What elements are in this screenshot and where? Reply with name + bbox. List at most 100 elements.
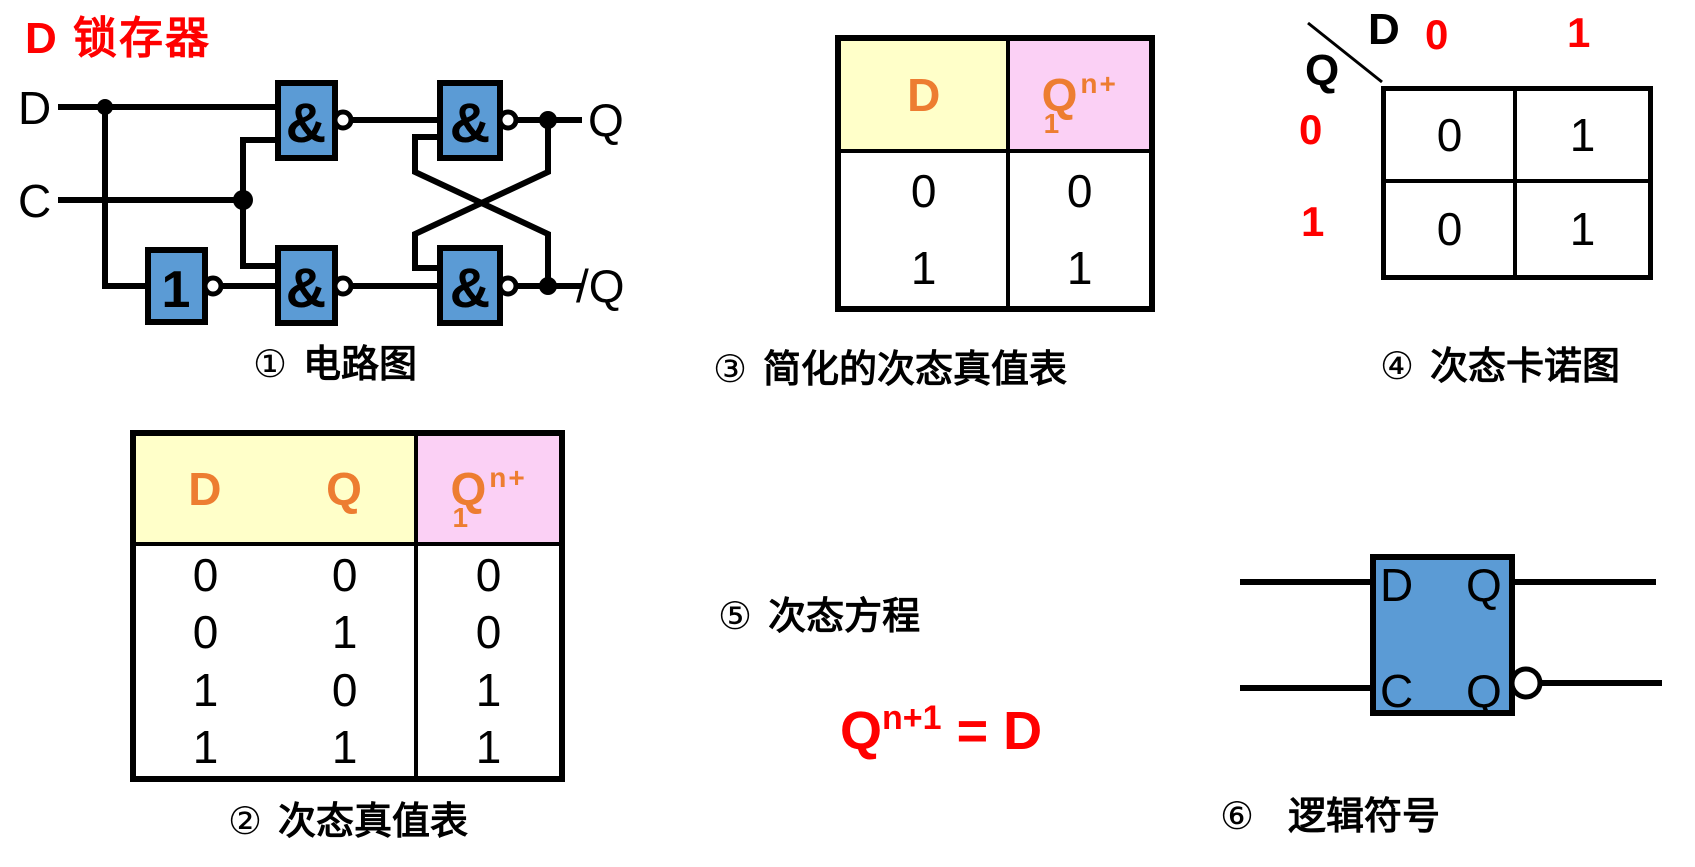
kmap-cell-q0-d0: 0 bbox=[1386, 91, 1517, 183]
cell-value: 0 bbox=[1066, 165, 1093, 218]
table-body: 0 1 0 1 bbox=[841, 153, 1149, 306]
kmap-row-label-1: 1 bbox=[1301, 198, 1325, 245]
nand-label: & bbox=[450, 256, 490, 319]
table-body: 0 0 1 1 0 1 0 1 0 0 1 1 bbox=[136, 546, 559, 776]
caption-simplified-table: ③ 简化的次态真值表 bbox=[670, 338, 1110, 393]
flip-flop-body bbox=[1370, 554, 1515, 716]
kmap-grid: 0 1 0 1 bbox=[1381, 86, 1653, 280]
output-q-label: Q bbox=[588, 94, 624, 146]
circuit-pin-labels: D C Q /Q bbox=[18, 82, 625, 312]
junction-dots bbox=[97, 99, 557, 295]
inversion-bubbles bbox=[202, 109, 519, 297]
column-qnext-values: 0 0 1 1 bbox=[418, 546, 559, 776]
nand-gate-bottom-left bbox=[275, 245, 338, 326]
caption-number: ⑤ bbox=[718, 596, 753, 638]
pin-q-label: Q bbox=[1466, 559, 1502, 611]
kmap-var-q: Q bbox=[1305, 46, 1340, 95]
kmap-cell-q0-d1: 1 bbox=[1517, 91, 1648, 183]
cell-value: 0 bbox=[192, 606, 219, 659]
caption-number: ③ bbox=[712, 349, 748, 391]
cell-value: 0 bbox=[475, 548, 502, 601]
column-d-values: 0 0 1 1 bbox=[136, 546, 275, 776]
caption-number: ⑥ bbox=[1219, 796, 1255, 838]
symbol-wires bbox=[1240, 579, 1662, 691]
column-header-d: D bbox=[188, 463, 222, 515]
column-qnext-values: 0 1 bbox=[1010, 153, 1149, 306]
inverter-label: 1 bbox=[162, 261, 191, 319]
cell-value: 1 bbox=[192, 663, 219, 716]
cell-value: 0 bbox=[331, 548, 358, 601]
caption-equation: ⑤ 次态方程 bbox=[718, 585, 920, 640]
caption-circuit: ① 电路图 bbox=[115, 333, 555, 388]
symbol-pin-labels: D Q C Q bbox=[1380, 559, 1502, 717]
present-inputs-cell: 0 0 1 1 0 1 0 1 bbox=[136, 546, 419, 776]
kmap-col-label-0: 0 bbox=[1425, 11, 1449, 58]
equation-rhs: = D bbox=[941, 701, 1043, 761]
caption-text: 次态卡诺图 bbox=[1430, 346, 1621, 388]
input-d-label: D bbox=[18, 82, 51, 134]
caption-truth-table: ② 次态真值表 bbox=[128, 790, 568, 845]
column-header-q: Q bbox=[326, 463, 362, 515]
nand-label: & bbox=[286, 256, 326, 319]
karnaugh-map: D Q 0 1 0 1 0 1 0 1 bbox=[1265, 5, 1695, 310]
cell-value: 1 bbox=[475, 663, 502, 716]
kmap-diagonal-divider bbox=[1307, 21, 1383, 84]
cell-value: 0 bbox=[192, 548, 219, 601]
d-latch-circuit-diagram: 1 & & & & D C Q /Q bbox=[18, 80, 625, 326]
caption-text: 次态方程 bbox=[768, 596, 921, 638]
kmap-cell-q1-d0: 0 bbox=[1386, 183, 1517, 275]
output-qbar-label: /Q bbox=[576, 260, 625, 312]
caption-text: 电路图 bbox=[303, 344, 418, 386]
next-state-equation: Qn+1 = D bbox=[780, 650, 1042, 812]
nand-gate-bottom-right bbox=[437, 245, 503, 326]
cell-value: 0 bbox=[331, 663, 358, 716]
pin-d-label: D bbox=[1380, 559, 1413, 611]
cell-value: 1 bbox=[331, 606, 358, 659]
page-title: D 锁存器 bbox=[25, 14, 211, 63]
column-q-values: 0 1 0 1 bbox=[275, 546, 414, 776]
qbar-inversion-bubble bbox=[1509, 666, 1543, 700]
gate-labels: 1 & & & & bbox=[162, 91, 491, 319]
header-cell-d: D bbox=[841, 41, 1011, 149]
cell-value: 0 bbox=[475, 606, 502, 659]
nand-gate-top-right bbox=[437, 80, 503, 161]
caption-text: 次态真值表 bbox=[278, 801, 469, 843]
cell-value: 1 bbox=[910, 241, 937, 294]
nand-label: & bbox=[286, 91, 326, 154]
nand-label: & bbox=[450, 91, 490, 154]
caption-number: ① bbox=[252, 344, 288, 386]
cell-value: 1 bbox=[192, 721, 219, 774]
d-latch-logic-symbol: D Q C Q bbox=[1240, 554, 1662, 717]
cell-value: 1 bbox=[475, 721, 502, 774]
gate-bodies bbox=[145, 80, 503, 326]
cell-value: 1 bbox=[331, 721, 358, 774]
pin-c-label: C bbox=[1380, 665, 1413, 717]
kmap-cell-q1-d1: 1 bbox=[1569, 203, 1596, 255]
column-d-values: 0 1 bbox=[841, 153, 1011, 306]
kmap-col-label-1: 1 bbox=[1567, 9, 1591, 56]
equation-lhs: Q bbox=[840, 701, 883, 761]
equation-exponent: n+1 bbox=[882, 699, 942, 737]
caption-number: ② bbox=[227, 801, 263, 843]
column-header-d: D bbox=[907, 69, 941, 121]
caption-text: 逻辑符号 bbox=[1288, 796, 1441, 838]
caption-logic-symbol: ⑥ 逻辑符号 bbox=[1130, 785, 1530, 840]
header-cell-d-q: D Q bbox=[136, 436, 419, 542]
pin-qbar-label: Q bbox=[1466, 665, 1502, 717]
cell-value: 1 bbox=[1066, 241, 1093, 294]
input-c-label: C bbox=[18, 175, 51, 227]
kmap-row-label-0: 0 bbox=[1299, 106, 1323, 153]
kmap-var-d: D bbox=[1368, 5, 1400, 54]
caption-text: 简化的次态真值表 bbox=[763, 349, 1068, 391]
cell-value: 0 bbox=[910, 165, 937, 218]
